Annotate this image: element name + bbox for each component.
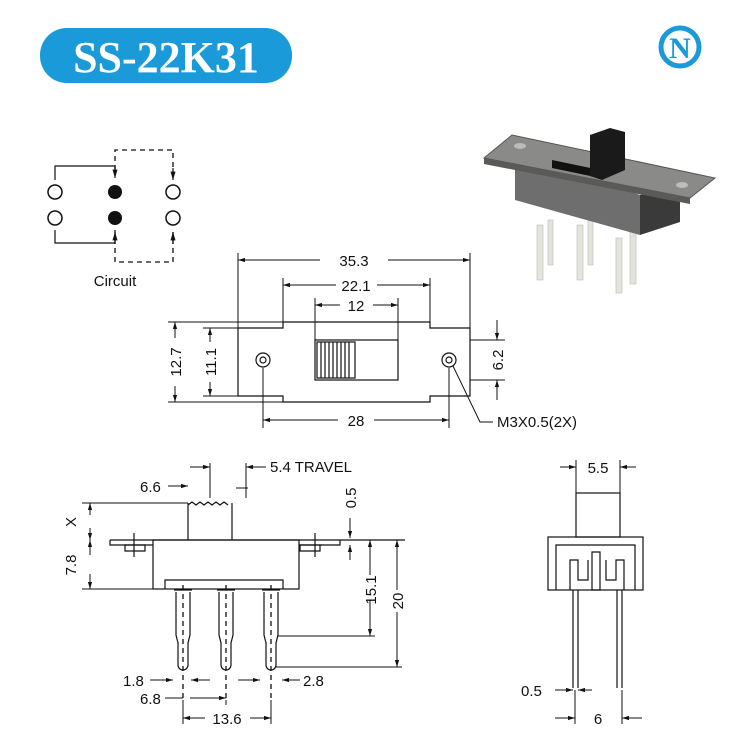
logo-letter: N [669, 32, 691, 65]
part-number-title: SS-22K31 [73, 33, 259, 82]
dim-hole-spacing: 28 [348, 413, 365, 430]
slider-knob [316, 341, 356, 379]
dim-overall-length: 35.3 [339, 253, 368, 270]
product-photo [482, 128, 717, 294]
dim-pin-thickness: 0.5 [521, 683, 542, 700]
dim-hole-offset: 6.2 [490, 350, 507, 371]
dim-flange-thickness: 0.5 [343, 488, 360, 509]
end-view: 5.5 0.5 6 [521, 460, 644, 728]
pins [174, 589, 280, 671]
dim-knob-width: 6.6 [140, 479, 161, 496]
dim-pin-span: 13.6 [212, 711, 241, 728]
side-view: X 7.8 6.6 5.4 TRAVEL 0.5 15.1 20 1.8 2.8… [63, 459, 407, 728]
dim-slot-length: 12 [348, 298, 365, 315]
dim-travel: 5.4 TRAVEL [270, 459, 352, 476]
dim-actuator-height: X [63, 517, 80, 527]
dim-body-length: 22.1 [341, 278, 370, 295]
brand-logo: N [658, 25, 702, 69]
title-badge: SS-22K31 [40, 28, 292, 83]
dim-body-height: 11.1 [203, 348, 220, 376]
dim-pin-pitch: 6.8 [140, 691, 161, 708]
dim-body-depth: 7.8 [63, 555, 80, 576]
dim-pin-width: 1.8 [123, 673, 144, 690]
circuit-diagram: Circuit [47, 149, 181, 290]
dim-pin-tab: 2.8 [303, 673, 324, 690]
dim-flange-height: 12.7 [168, 347, 185, 376]
dim-pin-shoulder: 15.1 [363, 575, 380, 604]
screw-note: M3X0.5(2X) [497, 414, 577, 431]
top-view: 35.3 22.1 12 28 12.7 11.1 6.2 M3X0.5(2X) [168, 253, 577, 431]
dim-total-height: 20 [390, 593, 407, 610]
dim-row-spacing: 6 [594, 711, 602, 728]
dim-end-knob-width: 5.5 [588, 460, 609, 477]
circuit-label: Circuit [94, 273, 137, 290]
